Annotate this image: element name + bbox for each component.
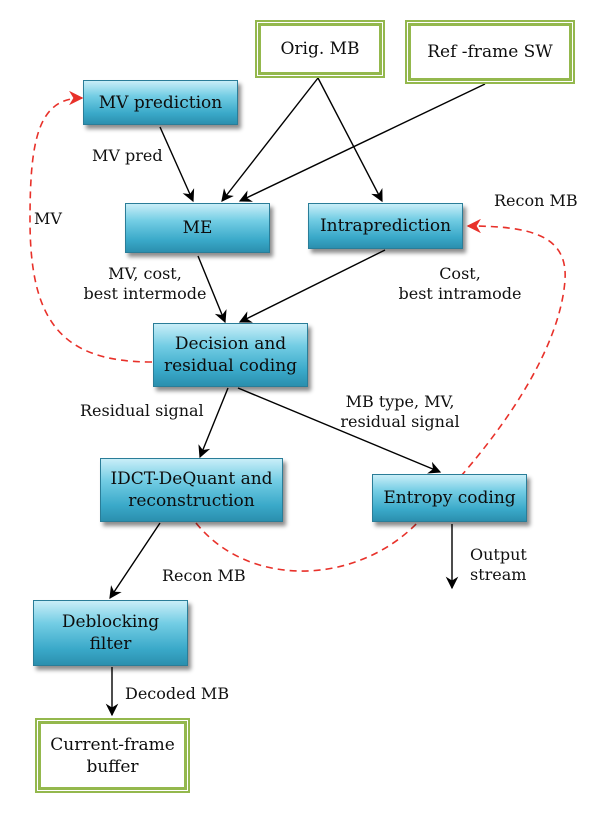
deblocking-label: Deblocking filter xyxy=(61,612,160,654)
mv-prediction-box: MV prediction xyxy=(83,80,238,125)
label-output-stream: Output stream xyxy=(470,545,527,584)
ref-frame-sw-frame: Ref -frame SW xyxy=(405,20,575,84)
orig-mb-frame: Orig. MB xyxy=(255,20,385,78)
label-recon-mb-top: Recon MB xyxy=(494,191,578,210)
intraprediction-label: Intraprediction xyxy=(319,216,452,236)
orig-mb-label: Orig. MB xyxy=(280,39,360,59)
label-residual-signal: Residual signal xyxy=(80,401,204,420)
me-box: ME xyxy=(125,203,270,253)
arrow-mvpred-to-me xyxy=(159,126,195,203)
label-mv-cost: MV, cost, best intermode xyxy=(83,264,207,303)
decision-label: Decision and residual coding xyxy=(163,334,298,376)
label-mv-pred: MV pred xyxy=(92,146,163,165)
feedback-arrow-recon-mb xyxy=(195,218,566,572)
arrow-orig-to-me xyxy=(221,77,319,202)
ref-frame-sw-label: Ref -frame SW xyxy=(427,42,553,62)
arrow-intra-to-decision xyxy=(238,249,386,323)
arrow-decision-to-entropy xyxy=(237,387,442,474)
arrow-idct-to-deblocking xyxy=(109,522,161,600)
arrow-me-to-decision xyxy=(197,255,227,324)
label-recon-mb-bottom: Recon MB xyxy=(162,566,246,585)
current-frame-buffer: Current-frame buffer xyxy=(35,718,190,793)
arrow-decision-to-idct xyxy=(198,387,229,459)
label-decoded-mb: Decoded MB xyxy=(125,684,230,703)
feedback-arrow-mv xyxy=(29,90,153,363)
intraprediction-box: Intraprediction xyxy=(308,203,463,249)
deblocking-box: Deblocking filter xyxy=(33,600,188,666)
entropy-coding-box: Entropy coding xyxy=(372,474,527,522)
label-mv: MV xyxy=(34,209,62,228)
label-cost-intramode: Cost, best intramode xyxy=(398,264,522,303)
me-label: ME xyxy=(182,218,213,238)
current-frame-buffer-label: Current-frame buffer xyxy=(50,734,175,777)
label-mb-type: MB type, MV, residual signal xyxy=(340,392,460,431)
idct-label: IDCT-DeQuant and reconstruction xyxy=(110,469,273,511)
mv-prediction-label: MV prediction xyxy=(98,92,223,113)
decision-box: Decision and residual coding xyxy=(153,323,308,387)
arrow-ref-to-me xyxy=(238,83,486,202)
arrow-orig-to-intra xyxy=(317,77,383,203)
entropy-coding-label: Entropy coding xyxy=(383,488,516,508)
idct-box: IDCT-DeQuant and reconstruction xyxy=(100,458,283,522)
